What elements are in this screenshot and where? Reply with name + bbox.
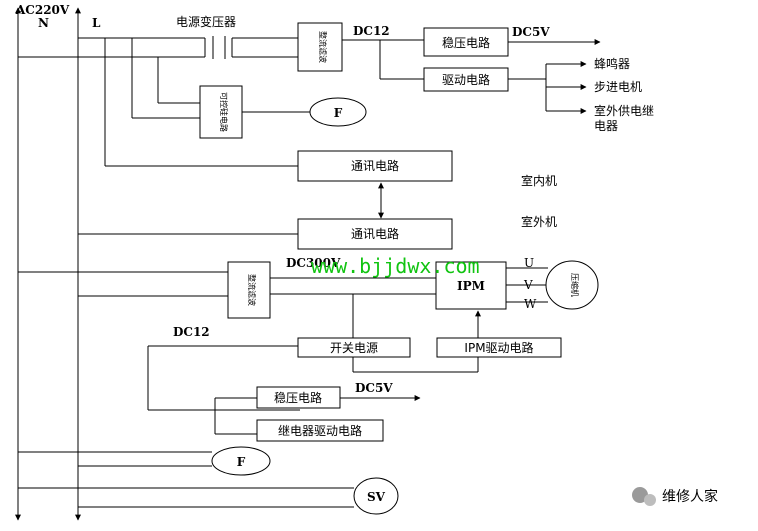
- comm-outdoor-block: 通讯电路: [297, 218, 453, 250]
- outdoor-relay-label-2: 电器: [594, 119, 618, 133]
- thyristor-block: 可控硅电路: [199, 85, 243, 139]
- sv-label: SV: [367, 490, 386, 504]
- switching-power-label: 开关电源: [330, 341, 378, 355]
- free-labels: AC220V N L 电源变压器 DC12 DC5V 蜂鸣器 步进电机 室外供电…: [15, 3, 654, 395]
- dc12-bottom-label: DC12: [173, 325, 210, 339]
- regulator-bottom-block: 稳压电路: [256, 386, 341, 409]
- ipm-block: IPM: [435, 261, 507, 310]
- ipm-label: IPM: [457, 279, 485, 293]
- compressor-motor: 压缩机: [545, 260, 599, 310]
- comm-indoor-label: 通讯电路: [351, 158, 399, 173]
- phase-w-label: W: [524, 297, 537, 311]
- fan-top-motor: F: [309, 97, 367, 127]
- watermark-brand: 维修人家: [632, 487, 718, 506]
- phase-u-label: U: [524, 256, 534, 270]
- indoor-unit-label: 室内机: [521, 173, 557, 188]
- watermark-url: www.bjjdwx.com: [311, 254, 480, 278]
- relay-driver-block: 继电器驱动电路: [256, 419, 384, 442]
- fan-bottom-label: F: [237, 455, 246, 469]
- thyristor-label: 可控硅电路: [219, 92, 229, 132]
- driver-block: 驱动电路: [423, 67, 509, 92]
- ipm-driver-block: IPM驱动电路: [436, 337, 562, 358]
- driver-label: 驱动电路: [442, 72, 490, 87]
- compressor-label: 压缩机: [570, 273, 580, 297]
- comm-indoor-block: 通讯电路: [297, 150, 453, 182]
- regulator-top-label: 稳压电路: [442, 35, 490, 50]
- rectifier-top-block: 整流滤波: [297, 22, 343, 72]
- ac220v-label: AC220V: [15, 3, 70, 17]
- dc300v-label: DC300V: [286, 256, 341, 270]
- regulator-bottom-label: 稳压电路: [274, 390, 322, 405]
- buzzer-label: 蜂鸣器: [594, 56, 630, 71]
- dc12-top-label: DC12: [353, 24, 390, 38]
- fan-top-label: F: [334, 106, 343, 120]
- power-rails: [15, 7, 81, 521]
- sv-valve: SV: [353, 477, 399, 515]
- fan-bottom-motor: F: [211, 446, 271, 476]
- stepper-motor-label: 步进电机: [594, 80, 642, 94]
- n-label: N: [38, 16, 49, 30]
- comm-outdoor-label: 通讯电路: [351, 226, 399, 241]
- outdoor-relay-label-1: 室外供电继: [594, 103, 654, 118]
- rectifier-top-label: 整流滤波: [318, 31, 328, 63]
- regulator-top-block: 稳压电路: [423, 27, 509, 57]
- ipm-driver-label: IPM驱动电路: [464, 340, 533, 355]
- wechat-icon: [632, 487, 656, 506]
- dc5v-top-label: DC5V: [512, 25, 550, 39]
- transformer-label: 电源变压器: [176, 14, 236, 29]
- switching-power-block: 开关电源: [297, 337, 411, 358]
- transformer-symbol: [204, 36, 233, 59]
- relay-driver-label: 继电器驱动电路: [278, 423, 362, 438]
- rectifier-bottom-label: 整流滤波: [247, 274, 257, 306]
- phase-v-label: V: [523, 278, 533, 292]
- wiring: [18, 37, 601, 508]
- l-label: L: [92, 16, 101, 30]
- rectifier-bottom-block: 整流滤波: [227, 261, 271, 319]
- outdoor-unit-label: 室外机: [521, 214, 557, 229]
- dc5v-bottom-label: DC5V: [355, 381, 393, 395]
- brand-label: 维修人家: [662, 488, 718, 505]
